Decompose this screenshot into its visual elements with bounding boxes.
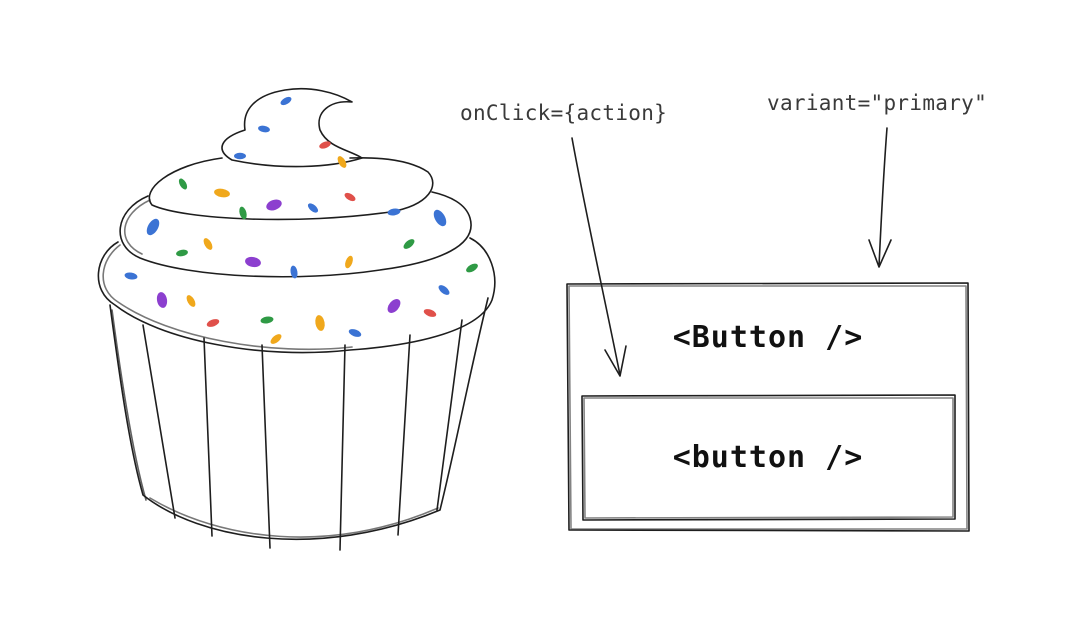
cupcake-wrapper (109, 297, 489, 551)
inner-button-component: <button /> (581, 394, 956, 521)
onclick-arrow (571, 137, 627, 377)
variant-arrow (868, 127, 892, 268)
outer-button-label: <Button /> (673, 320, 864, 355)
cupcake-frosting (97, 87, 496, 354)
sprinkles (124, 96, 478, 344)
inner-button-label: <button /> (673, 440, 864, 475)
cupcake-icon (97, 87, 496, 551)
outer-button-component: <Button /> (566, 282, 970, 532)
onclick-annotation: onClick={action} (460, 101, 667, 125)
variant-annotation: variant="primary" (767, 91, 987, 115)
